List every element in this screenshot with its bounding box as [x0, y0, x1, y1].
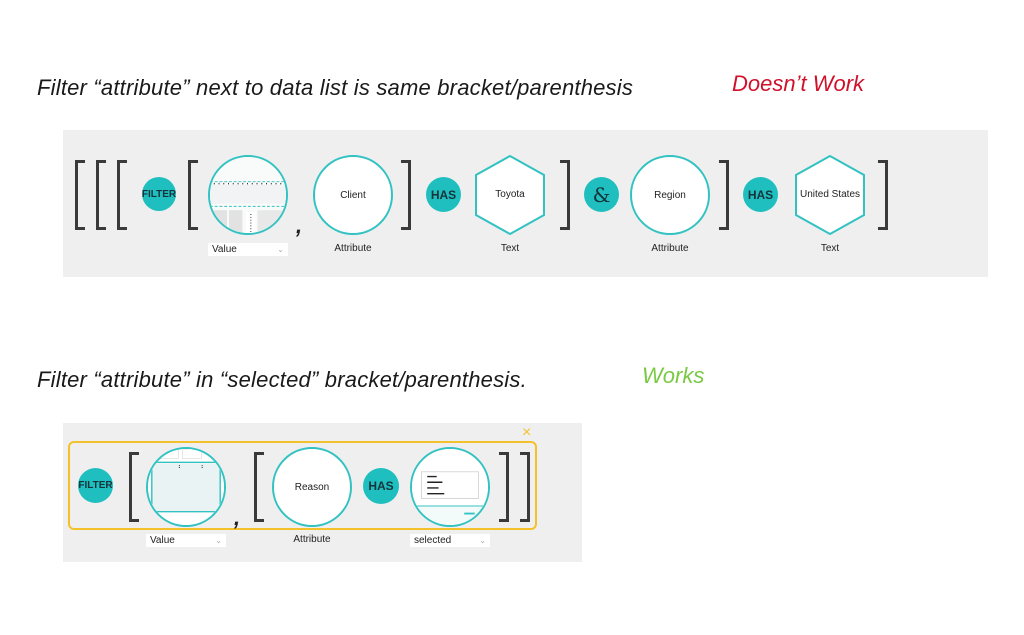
value-dropdown[interactable]: Value ⌄	[208, 243, 288, 256]
open-bracket	[75, 160, 85, 230]
attribute-caption: Attribute	[334, 243, 372, 254]
attribute-region[interactable]: Region	[630, 155, 710, 235]
text-caption: Text	[500, 243, 520, 254]
text-value-toyota: Toyota	[495, 189, 525, 200]
open-bracket	[117, 160, 127, 230]
close-icon[interactable]: ×	[522, 424, 532, 441]
has-operator[interactable]: HAS	[363, 468, 399, 504]
open-bracket	[254, 452, 264, 522]
data-table-preview-icon	[210, 157, 286, 233]
close-bracket	[499, 452, 509, 522]
data-list-thumbnail[interactable]	[146, 447, 226, 527]
text-value-hexagon[interactable]	[474, 155, 546, 235]
has-operator[interactable]: HAS	[743, 177, 778, 212]
attribute-reason[interactable]: Reason	[272, 447, 352, 527]
section2-heading: Filter “attribute” in “selected” bracket…	[37, 367, 527, 392]
text-value-united-states: United States	[799, 189, 861, 200]
selected-dropdown-label: selected	[414, 535, 452, 546]
value-dropdown[interactable]: Value ⌄	[146, 534, 226, 547]
open-bracket	[96, 160, 106, 230]
data-table-preview-icon	[148, 449, 224, 525]
filter-operator[interactable]: FILTER	[78, 468, 113, 503]
attribute-caption: Attribute	[293, 534, 331, 545]
data-list-thumbnail[interactable]	[208, 155, 288, 235]
comma-separator: ,	[234, 505, 241, 530]
attribute-reason-label: Reason	[294, 481, 330, 493]
open-bracket	[188, 160, 198, 230]
has-operator[interactable]: HAS	[426, 177, 461, 212]
chevron-down-icon: ⌄	[479, 536, 486, 545]
selected-values-thumbnail[interactable]	[410, 447, 490, 527]
section2-status: Works	[642, 363, 705, 388]
attribute-caption: Attribute	[651, 243, 689, 254]
close-bracket	[878, 160, 888, 230]
chevron-down-icon: ⌄	[277, 245, 284, 254]
selected-group-outline[interactable]	[68, 441, 537, 530]
section1-heading: Filter “attribute” next to data list is …	[37, 75, 634, 100]
value-dropdown-label: Value	[212, 244, 237, 255]
filter-operator[interactable]: FILTER	[142, 177, 176, 211]
attribute-client-label: Client	[340, 189, 366, 201]
close-bracket	[401, 160, 411, 230]
attribute-client[interactable]: Client	[313, 155, 393, 235]
comma-separator: ,	[296, 213, 303, 238]
query-panel-working: × FILTER Value ⌄ , Reason Attribute HAS	[63, 423, 582, 562]
section1-status: Doesn’t Work	[732, 71, 865, 96]
chevron-down-icon: ⌄	[215, 536, 222, 545]
query-panel-broken: FILTER Value ⌄ , Client Attribute HAS To…	[63, 130, 988, 277]
text-caption: Text	[820, 243, 840, 254]
selected-dropdown[interactable]: selected ⌄	[410, 534, 490, 547]
text-value-hexagon[interactable]	[794, 155, 866, 235]
checklist-preview-icon	[412, 449, 488, 525]
open-bracket	[129, 452, 139, 522]
close-bracket	[520, 452, 530, 522]
close-bracket	[560, 160, 570, 230]
close-bracket	[719, 160, 729, 230]
and-operator[interactable]: &	[584, 177, 619, 212]
attribute-region-label: Region	[654, 189, 686, 201]
value-dropdown-label: Value	[150, 535, 175, 546]
